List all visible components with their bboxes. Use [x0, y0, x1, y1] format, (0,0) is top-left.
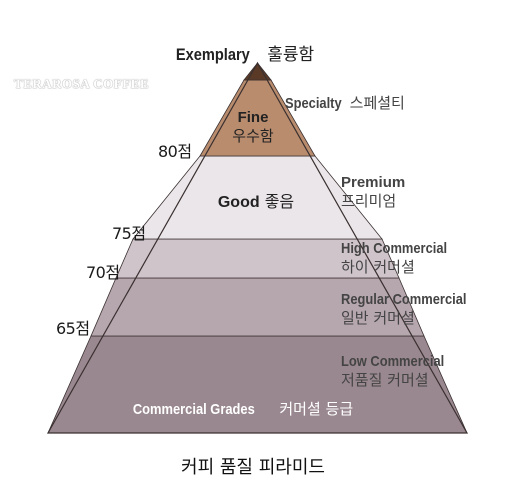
side-label-regular-commercial: Regular Commercial 일반 커머셜 — [341, 290, 487, 328]
specialty-en: Specialty — [285, 95, 342, 112]
premium-ko: 프리미엄 — [341, 192, 397, 210]
good-ko: 좋음 — [264, 192, 295, 211]
score-65: 65점 — [56, 319, 90, 338]
regular-commercial-ko: 일반 커머셜 — [341, 309, 415, 327]
side-label-premium: Premium 프리미엄 — [341, 173, 405, 211]
score-80: 80점 — [158, 142, 192, 161]
high-commercial-ko: 하이 커머셜 — [341, 258, 415, 276]
exemplary-label: Exemplary 훌륭함 — [176, 40, 314, 65]
tier-exemplary — [243, 62, 272, 81]
diagram-caption: 커피 품질 피라미드 — [181, 457, 325, 478]
side-label-high-commercial: High Commercial 하이 커머셜 — [341, 239, 464, 277]
low-commercial-en: Low Commercial — [341, 353, 445, 370]
pyramid-outline — [46, 61, 469, 434]
regular-commercial-en: Regular Commercial — [341, 291, 467, 308]
premium-en: Premium — [341, 174, 406, 191]
specialty-ko: 스페셜티 — [349, 94, 405, 112]
commercial-grades-en: Commercial Grades — [132, 401, 255, 418]
commercial-grades-ko: 커머셜 등급 — [279, 400, 354, 418]
exemplary-en: Exemplary — [175, 45, 250, 64]
exemplary-ko: 훌륭함 — [267, 45, 315, 65]
fine-label: Fine 우수함 — [232, 109, 273, 145]
score-70: 70점 — [86, 263, 120, 282]
fine-en: Fine — [237, 109, 269, 126]
fine-ko: 우수함 — [232, 127, 274, 145]
brand-watermark: TERAROSA COFFEE — [14, 76, 149, 91]
commercial-grades-label: Commercial Grades 커머셜 등급 — [133, 398, 353, 419]
low-commercial-ko: 저품질 커머셜 — [341, 371, 429, 389]
side-label-low-commercial: Low Commercial 저품질 커머셜 — [341, 352, 461, 390]
side-label-specialty: Specialty 스페셜티 — [285, 92, 405, 113]
high-commercial-en: High Commercial — [341, 240, 448, 257]
good-label: Good 좋음 — [218, 188, 294, 212]
score-75: 75점 — [112, 224, 146, 243]
good-en: Good — [217, 194, 260, 211]
